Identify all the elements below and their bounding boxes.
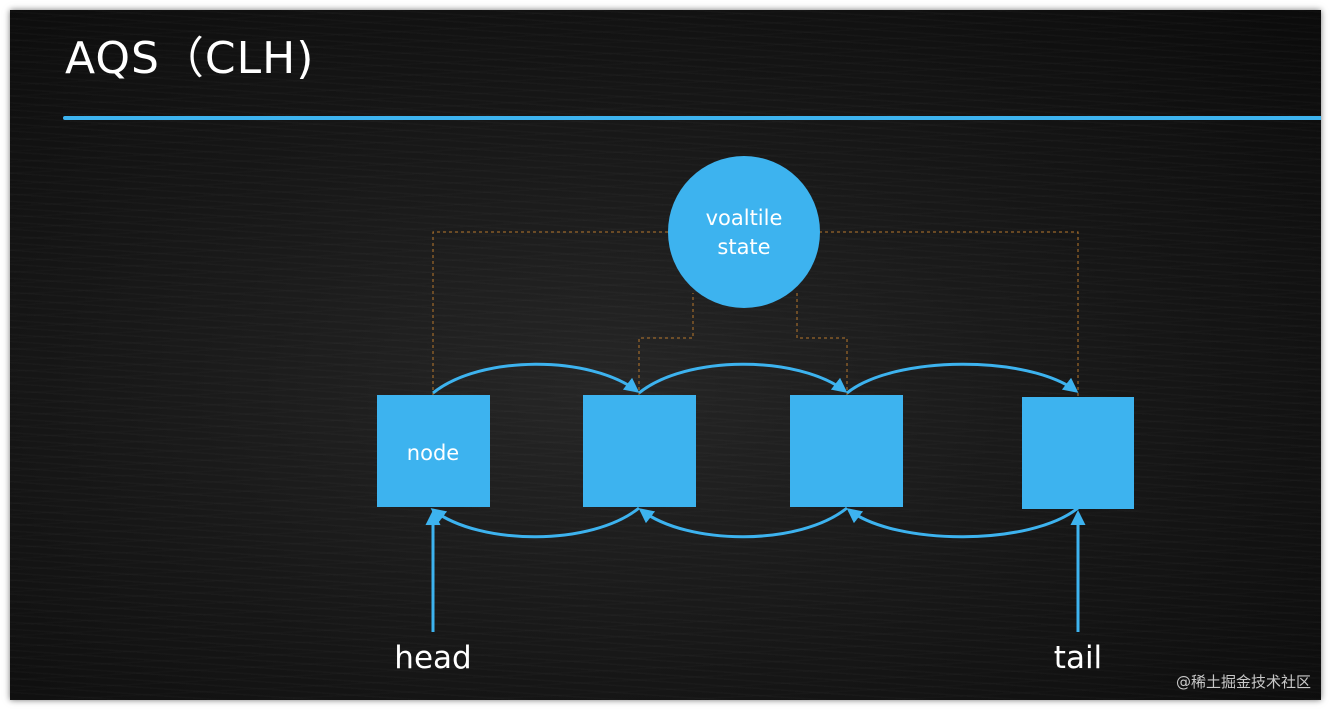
prev-arrow-3 xyxy=(846,506,1079,539)
state-label-line1: voaltile xyxy=(706,206,783,230)
slide: AQS（CLH) voaltile state xyxy=(10,10,1321,700)
next-arrow-3 xyxy=(846,362,1079,395)
state-label-line2: state xyxy=(717,235,770,259)
slide-title: AQS（CLH) xyxy=(65,33,315,84)
prev-arrow-2 xyxy=(638,506,848,539)
next-pointers xyxy=(432,362,1079,395)
link-node3-state xyxy=(796,293,848,396)
next-arrow-2 xyxy=(638,362,848,395)
head-label: head xyxy=(394,640,471,676)
prev-arrow-1 xyxy=(430,506,640,539)
queue-node-2 xyxy=(583,395,696,507)
queue-node-4 xyxy=(1022,397,1134,509)
queue-node-1 xyxy=(377,395,490,507)
prev-pointers xyxy=(430,506,1079,539)
queue-node-3 xyxy=(790,395,903,507)
link-node1-state xyxy=(432,231,668,396)
clh-queue-diagram: voaltile state node head tail xyxy=(63,116,1321,676)
tail-label: tail xyxy=(1054,640,1102,676)
state-circle xyxy=(668,156,820,308)
state-links xyxy=(432,231,1079,396)
queue-nodes xyxy=(377,395,1134,509)
node-label: node xyxy=(407,441,459,465)
link-node4-state xyxy=(820,231,1079,396)
link-node2-state xyxy=(638,293,694,396)
next-arrow-1 xyxy=(432,362,640,395)
watermark: @稀土掘金技术社区 xyxy=(1175,673,1311,691)
head-tail-pointers xyxy=(425,510,1086,632)
